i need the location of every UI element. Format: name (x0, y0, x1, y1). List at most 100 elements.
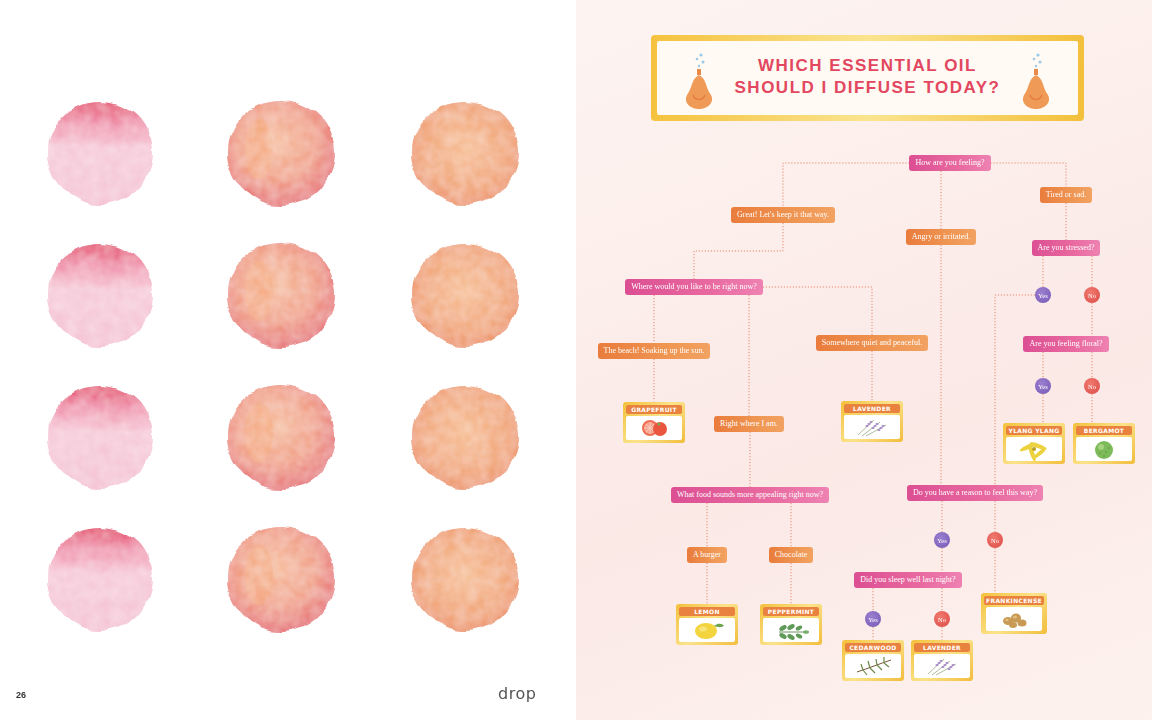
oil-picture (1076, 437, 1132, 461)
answer-box: Angry or irritated. (906, 229, 976, 245)
question-box: Are you feeling floral? (1023, 336, 1108, 352)
dotted-connector (750, 432, 751, 487)
node-text: Where would you like to be right now? (631, 282, 757, 291)
no-circle: No (1084, 378, 1100, 394)
oil-name: GRAPEFRUIT (626, 405, 682, 414)
title: WHICH ESSENTIAL OIL SHOULD I DIFFUSE TOD… (727, 55, 1008, 99)
dotted-connector (763, 287, 872, 335)
dotted-connector (791, 563, 792, 604)
oil-card: YLANG YLANG (1003, 423, 1065, 464)
answer-word: No (1088, 292, 1096, 299)
question-box: Where would you like to be right now? (625, 279, 763, 295)
oil-name: YLANG YLANG (1006, 426, 1062, 435)
answer-box: Great! Let's keep it that way. (731, 207, 835, 223)
node-text: The beach! Soaking up the sun. (604, 346, 705, 355)
oil-picture (626, 416, 682, 440)
dotted-connector (749, 295, 750, 416)
dotted-connector (707, 503, 708, 547)
dotted-connector (873, 588, 874, 611)
yes-circle: Yes (1035, 287, 1051, 303)
node-text: Are you stressed? (1038, 243, 1095, 252)
answer-word: Yes (868, 616, 877, 623)
answer-word: Yes (1038, 292, 1047, 299)
oil-card: PEPPERMINT (760, 604, 822, 645)
answer-box: Somewhere quiet and peaceful. (816, 335, 928, 351)
dotted-connector (941, 245, 942, 485)
oil-name: LEMON (679, 607, 735, 616)
node-text: What food sounds more appealing right no… (677, 490, 823, 499)
oil-card: LEMON (676, 604, 738, 645)
oil-picture (679, 618, 735, 642)
answer-word: Yes (937, 537, 946, 544)
oil-card: CEDARWOOD (842, 640, 904, 681)
answer-word: No (1088, 383, 1096, 390)
page-number: 26 (16, 690, 26, 700)
dotted-connector (942, 501, 943, 532)
diffuser-icon (679, 49, 719, 111)
node-text: A burger (693, 550, 721, 559)
answer-word: No (938, 616, 946, 623)
answer-box: Right where I am. (714, 416, 784, 432)
dotted-connector (707, 563, 708, 604)
title-panel: WHICH ESSENTIAL OIL SHOULD I DIFFUSE TOD… (657, 41, 1078, 115)
yes-circle: Yes (865, 611, 881, 627)
question-box: Are you stressed? (1032, 240, 1101, 256)
oil-name: LAVENDER (914, 643, 970, 652)
dotted-connector (1092, 394, 1093, 423)
oil-picture (986, 607, 1042, 631)
node-text: Did you sleep well last night? (860, 575, 955, 584)
node-text: How are you feeling? (915, 158, 984, 167)
question-box: Did you sleep well last night? (854, 572, 961, 588)
oil-card: LAVENDER (911, 640, 973, 681)
oil-name: FRANKINCENSE (984, 596, 1044, 605)
oil-name: BERGAMOT (1076, 426, 1132, 435)
answer-word: Yes (1038, 383, 1047, 390)
answer-box: A burger (687, 547, 727, 563)
dotted-connector (654, 359, 655, 402)
dotted-connector (942, 548, 943, 572)
dotted-connector (995, 501, 996, 532)
node-text: Angry or irritated. (912, 232, 970, 241)
dotted-connector (942, 627, 943, 640)
node-text: Are you feeling floral? (1029, 339, 1102, 348)
title-frame: WHICH ESSENTIAL OIL SHOULD I DIFFUSE TOD… (651, 35, 1084, 121)
question-box: What food sounds more appealing right no… (671, 487, 829, 503)
node-text: Right where I am. (720, 419, 778, 428)
oil-name: LAVENDER (844, 404, 900, 413)
section-word: drop (498, 684, 536, 703)
dotted-connector (991, 163, 1067, 187)
oil-name: CEDARWOOD (845, 643, 901, 652)
diffuser-icon (1016, 49, 1056, 111)
oil-picture (914, 654, 970, 678)
dotted-connector (694, 223, 783, 279)
dotted-connector (783, 163, 910, 207)
answer-box: The beach! Soaking up the sun. (598, 343, 711, 359)
no-circle: No (1084, 287, 1100, 303)
dotted-connector (1043, 394, 1044, 423)
question-box: How are you feeling? (909, 155, 990, 171)
node-text: Somewhere quiet and peaceful. (822, 338, 922, 347)
oil-picture (1006, 437, 1062, 461)
dotted-connector (791, 503, 792, 547)
no-circle: No (934, 611, 950, 627)
oil-picture (844, 415, 900, 439)
oil-card: FRANKINCENSE (981, 593, 1047, 634)
question-box: Do you have a reason to feel this way? (907, 485, 1043, 501)
dotted-connector (941, 171, 942, 229)
dotted-connector (995, 548, 996, 593)
answer-word: No (991, 537, 999, 544)
no-circle: No (987, 532, 1003, 548)
answer-box: Tired or sad. (1040, 187, 1092, 203)
dotted-connector (873, 627, 874, 640)
oil-name: PEPPERMINT (763, 607, 819, 616)
dotted-connector (1043, 352, 1044, 378)
oil-card: BERGAMOT (1073, 423, 1135, 464)
dotted-connector (872, 351, 873, 401)
node-text: Tired or sad. (1046, 190, 1086, 199)
dotted-connector (942, 588, 943, 611)
oil-picture (845, 654, 901, 678)
dotted-connector (1092, 303, 1093, 336)
node-text: Chocolate (775, 550, 807, 559)
